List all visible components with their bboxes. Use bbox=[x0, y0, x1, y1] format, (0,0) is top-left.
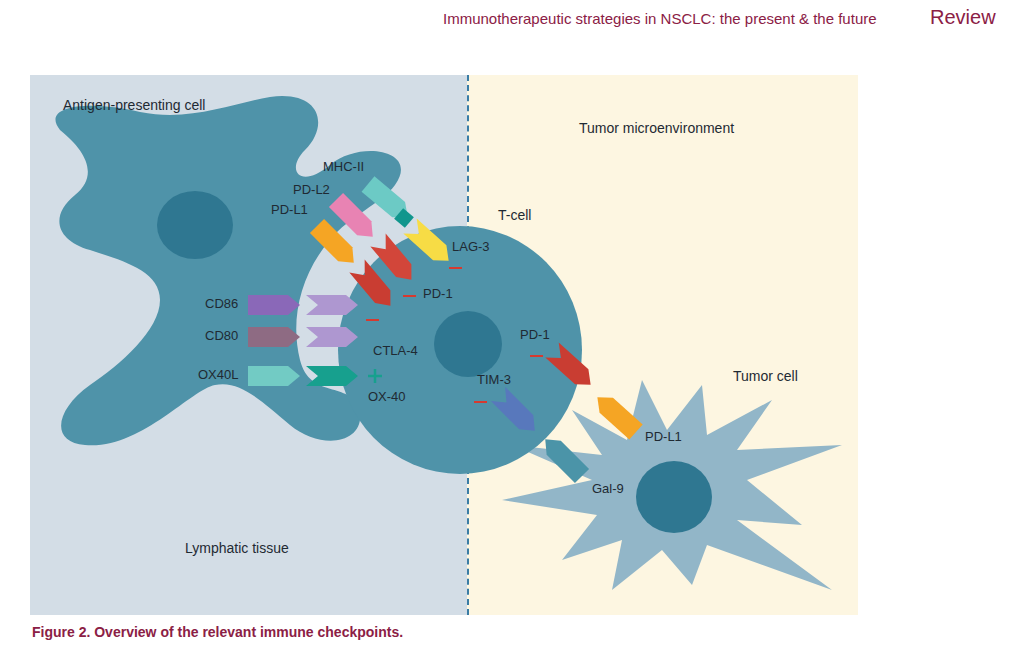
cell-label: Lymphatic tissue bbox=[185, 540, 289, 556]
molecule-label: PD-L2 bbox=[293, 183, 330, 198]
cell-label: T-cell bbox=[498, 207, 531, 223]
molecule-label: LAG-3 bbox=[452, 240, 490, 255]
figure-caption: Figure 2. Overview of the relevant immun… bbox=[32, 624, 403, 640]
molecule-label: OX40L bbox=[198, 368, 238, 383]
cell-label: Tumor cell bbox=[733, 368, 798, 384]
molecule-label: MHC-II bbox=[323, 160, 364, 175]
molecule-label: TIM-3 bbox=[477, 373, 511, 388]
section-tag: Review bbox=[930, 6, 996, 29]
molecule-label: PD-L1 bbox=[271, 203, 308, 218]
molecule-label: CD86 bbox=[205, 297, 238, 312]
molecule-label: PD-L1 bbox=[645, 430, 682, 445]
molecule-label: CTLA-4 bbox=[373, 344, 418, 359]
molecule-label: Gal-9 bbox=[592, 482, 624, 497]
cell-label: Antigen-presenting cell bbox=[63, 97, 205, 113]
molecule-label: PD-1 bbox=[423, 287, 453, 302]
molecule-label: CD80 bbox=[205, 329, 238, 344]
molecule-label: OX-40 bbox=[368, 390, 406, 405]
header-text: Immunotherapeutic strategies in NSCLC: t… bbox=[443, 10, 877, 27]
molecule-label: PD-1 bbox=[520, 328, 550, 343]
cell-label: Tumor microenvironment bbox=[579, 120, 734, 136]
